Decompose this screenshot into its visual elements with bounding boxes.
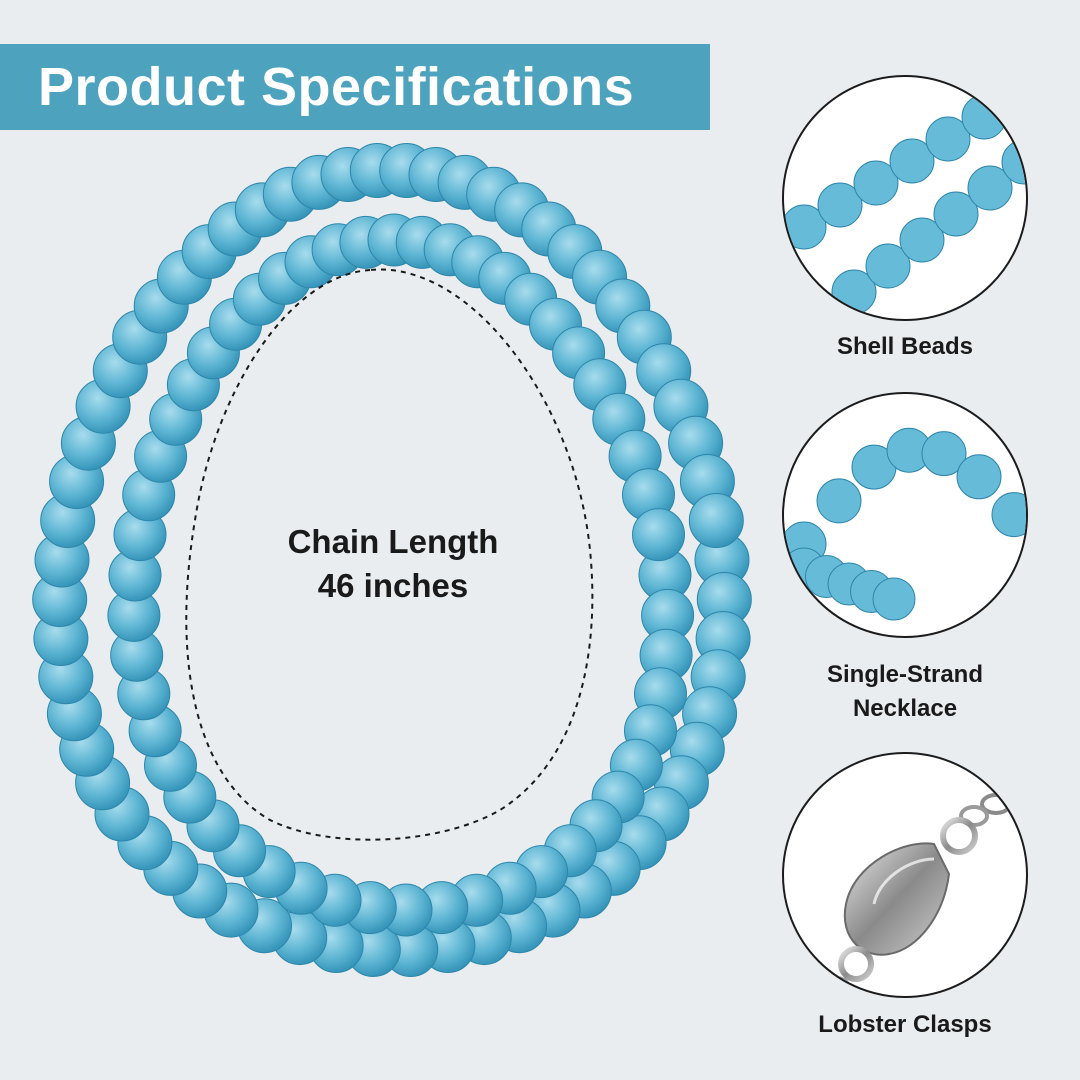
bead (899, 217, 945, 263)
lobster-clasp-icon (822, 793, 1012, 996)
page-title: Product Specifications (38, 57, 635, 117)
bead (956, 454, 1002, 500)
bead (816, 478, 862, 524)
necklace-image (32, 143, 752, 977)
bead (688, 493, 744, 548)
shell-beads-icon (784, 77, 1026, 315)
single-strand-circle (782, 392, 1028, 638)
chain-length-label: Chain Length 46 inches (243, 520, 543, 608)
bead (967, 165, 1013, 211)
bead (817, 182, 863, 228)
bead (991, 492, 1026, 538)
single-strand-label-line1: Single-Strand (826, 661, 983, 688)
bead (933, 191, 979, 237)
bead (632, 508, 685, 562)
bead (925, 116, 971, 162)
chain-length-title: Chain Length (287, 523, 499, 560)
bead (889, 138, 935, 184)
bead (831, 269, 877, 315)
lobster-clasp-label: Lobster Clasps (818, 1011, 992, 1038)
necklace-illustration: Chain Length 46 inches (0, 130, 780, 1080)
shell-beads-circle (782, 75, 1028, 321)
bead (853, 160, 899, 206)
single-strand-label-line2: Necklace (852, 695, 958, 722)
bead (961, 94, 1007, 140)
chain-length-outline (185, 268, 594, 841)
bead (784, 204, 827, 250)
chain-length-value: 46 inches (317, 567, 469, 604)
bead (872, 577, 916, 621)
bead (865, 243, 911, 289)
bead (921, 431, 967, 477)
bead (997, 77, 1026, 118)
single-strand-icon (784, 427, 1026, 621)
header-banner: Product Specifications (0, 44, 710, 130)
bead (1001, 139, 1026, 185)
shell-beads-label: Shell Beads (836, 333, 974, 360)
single-strand-label: Single-Strand Necklace (780, 658, 1030, 726)
lobster-clasp-circle (782, 752, 1028, 998)
